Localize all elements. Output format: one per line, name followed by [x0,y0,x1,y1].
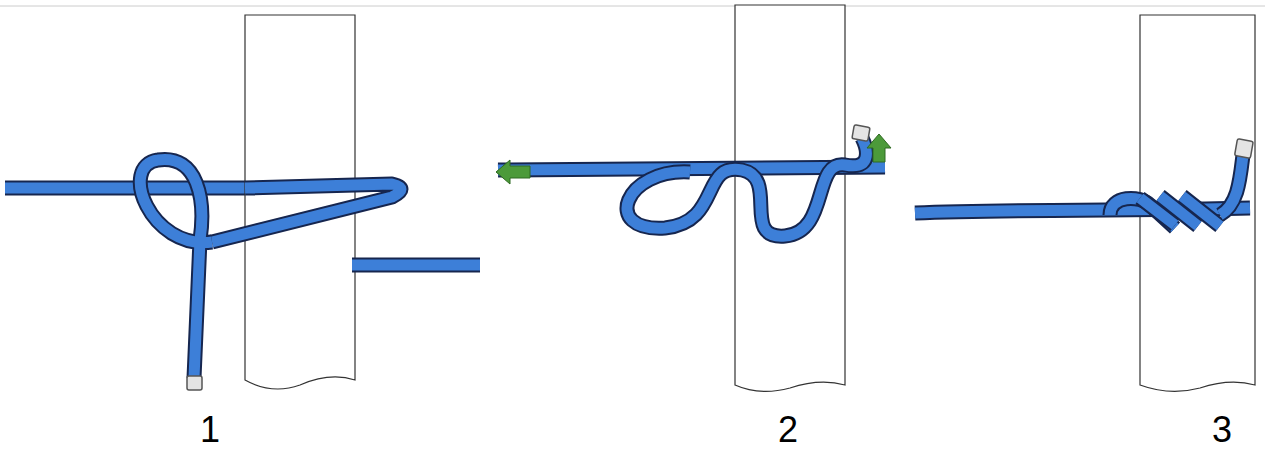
step-number: 2 [778,412,798,448]
panel-one [5,15,480,390]
step-number: 1 [200,412,220,448]
step-number: 3 [1212,412,1232,448]
panel-three [915,15,1255,391]
panel-two [496,5,891,391]
